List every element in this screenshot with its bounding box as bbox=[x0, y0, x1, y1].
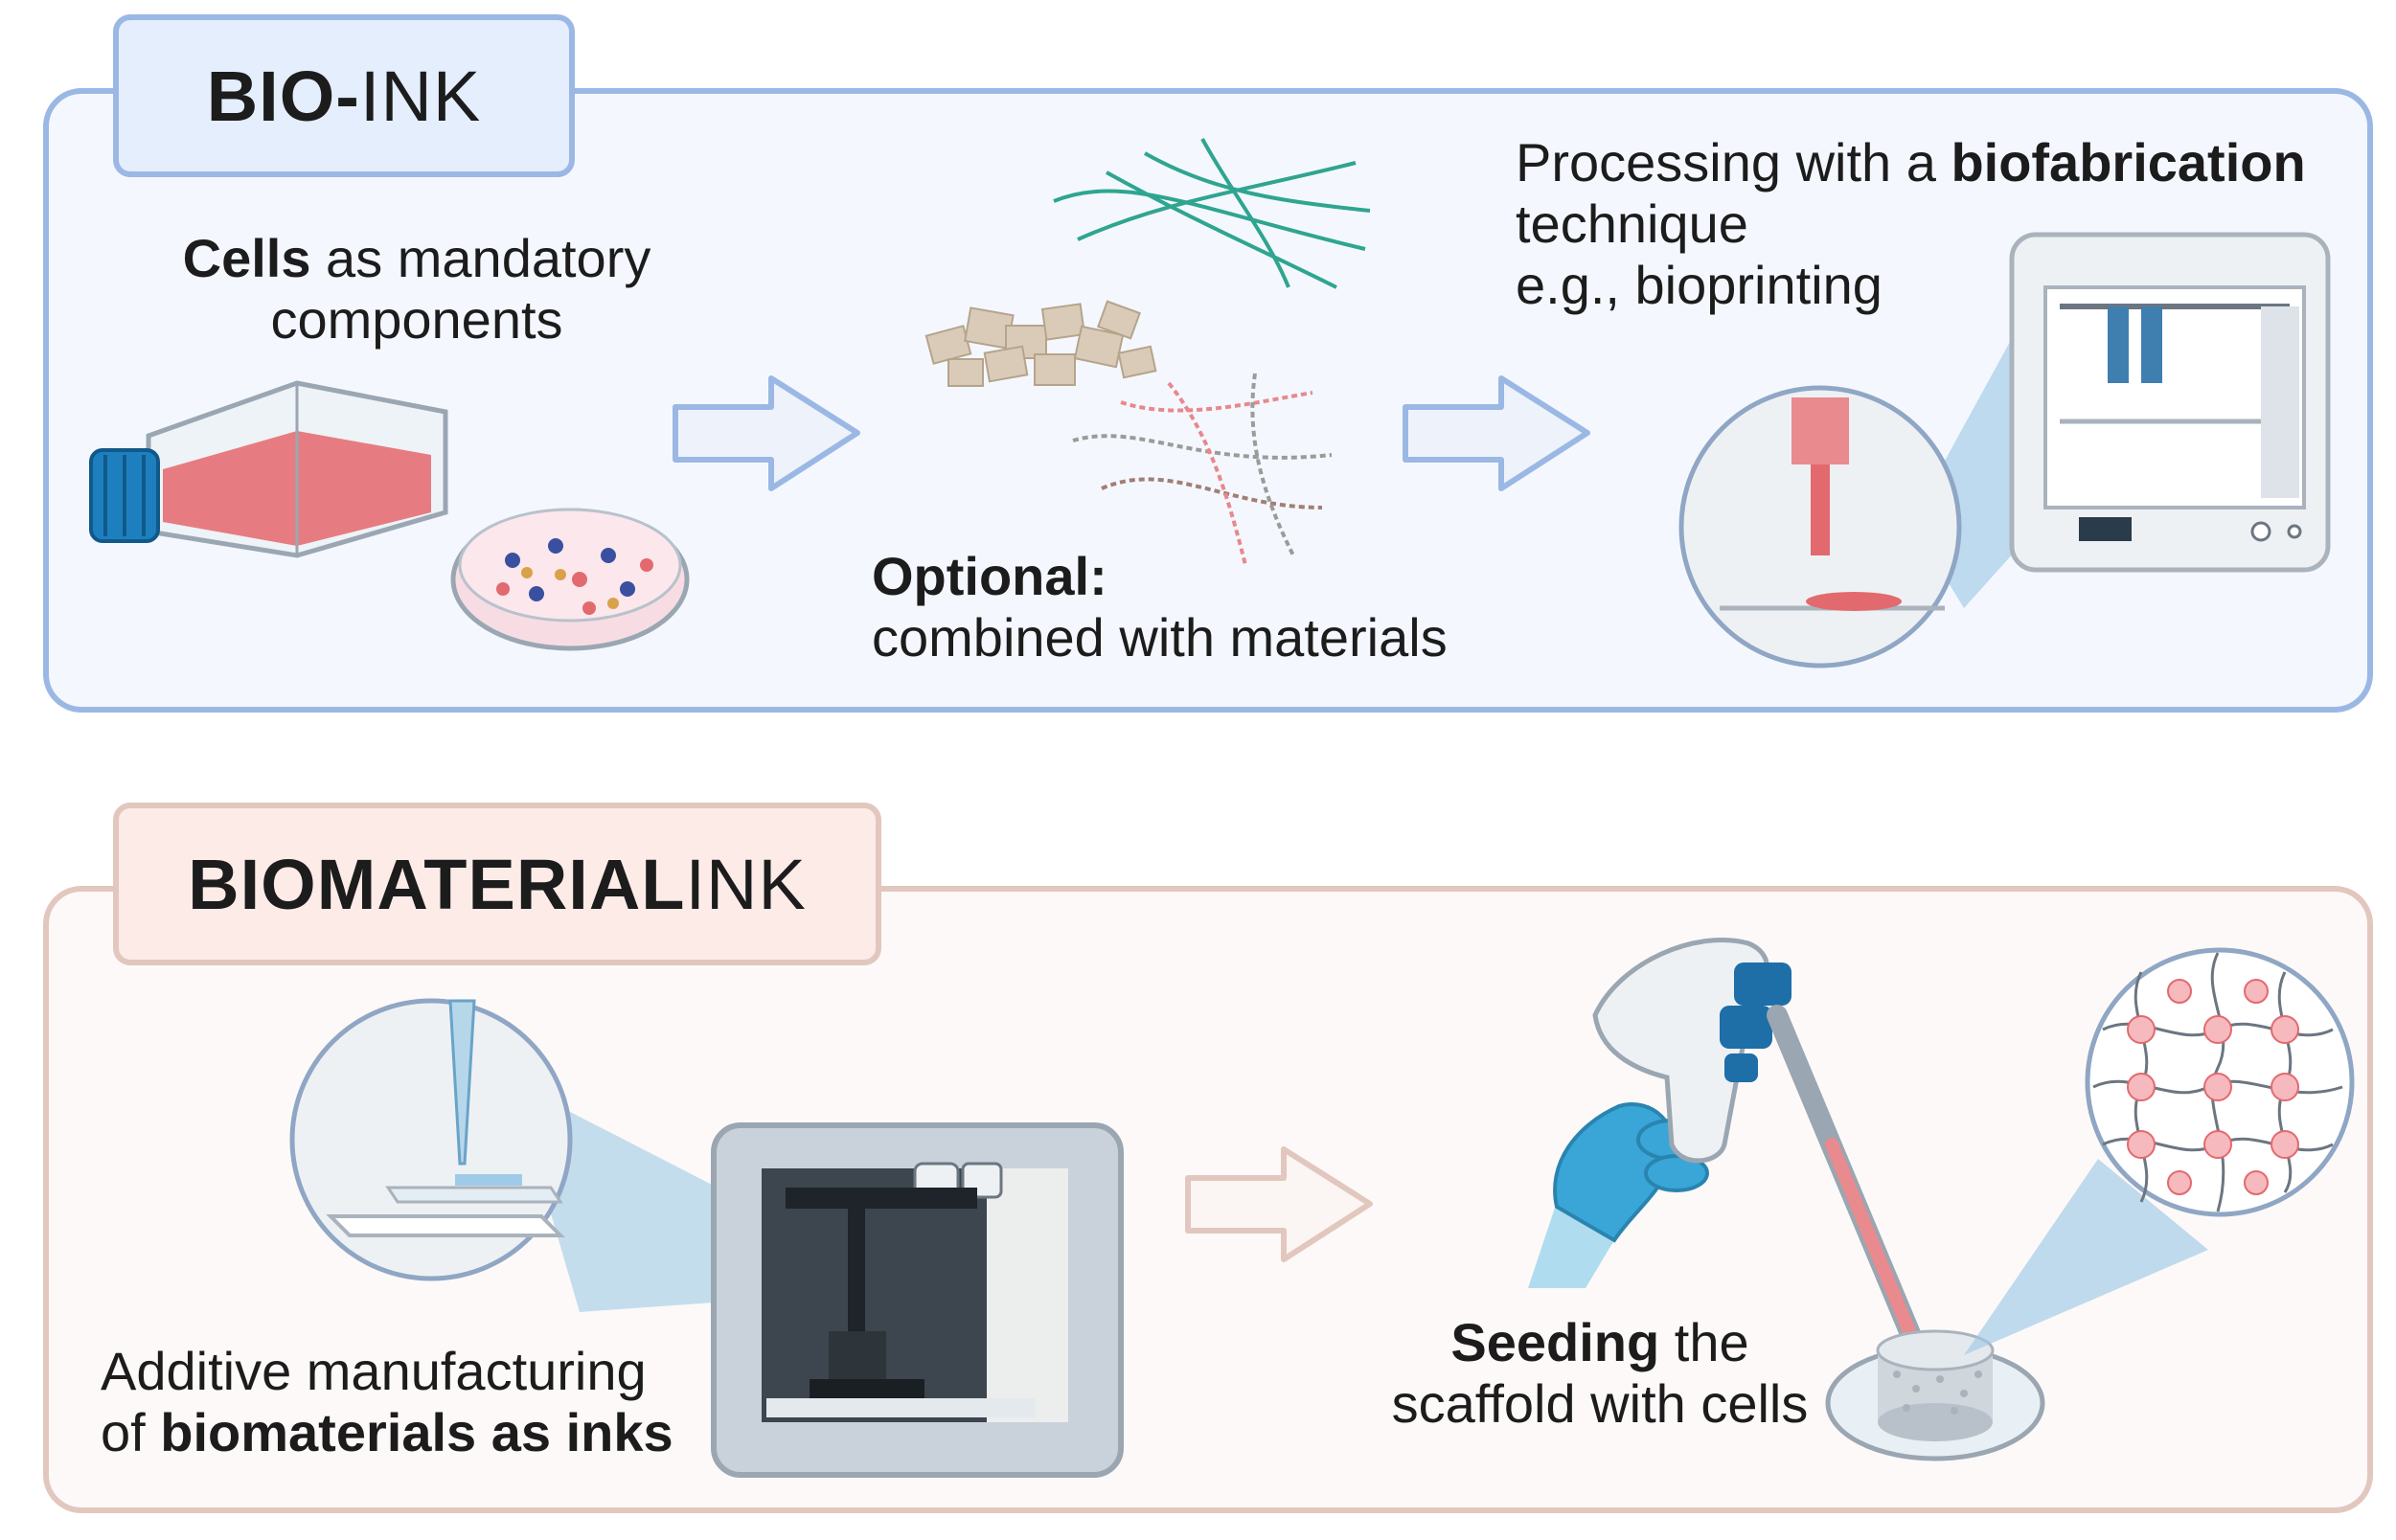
seeding-caption: Seeding the scaffold with cells bbox=[1341, 1312, 1859, 1435]
optional-caption: Optional: combined with materials bbox=[872, 546, 1448, 668]
cells-caption-bold: Cells bbox=[182, 228, 311, 288]
additive-caption: Additive manufacturing of biomaterials a… bbox=[101, 1341, 673, 1463]
additive-caption-bold: biomaterials as inks bbox=[160, 1402, 673, 1462]
cells-caption-line2: components bbox=[270, 289, 563, 350]
polymer-icon bbox=[1072, 373, 1333, 566]
3d-printer-icon bbox=[711, 1122, 1124, 1478]
biomaterial-tab-rest: INK bbox=[685, 844, 807, 924]
seeding-caption-bold: Seeding bbox=[1450, 1312, 1660, 1372]
processing-caption-line3: e.g., bioprinting bbox=[1516, 255, 1883, 315]
optional-caption-bold: Optional: bbox=[872, 546, 1107, 606]
fiber-icon bbox=[1053, 138, 1371, 289]
bioink-tab: BIO-INK bbox=[113, 14, 575, 177]
seeding-caption-rest: the bbox=[1659, 1312, 1749, 1372]
processing-caption-bold: biofabrication bbox=[1951, 132, 2306, 192]
cells-caption: Cells as mandatory components bbox=[182, 228, 651, 351]
processing-caption: Processing with a biofabrication techniq… bbox=[1516, 132, 2306, 316]
pipette-icon bbox=[1592, 938, 1922, 1347]
nozzle-zoom-icon bbox=[289, 998, 848, 1312]
seeding-caption-line2: scaffold with cells bbox=[1391, 1373, 1809, 1434]
processing-caption-pre: Processing with a bbox=[1516, 132, 1951, 192]
additive-caption-line1: Additive manufacturing bbox=[101, 1341, 647, 1401]
biomaterial-tab: BIOMATERIAL INK bbox=[113, 803, 881, 965]
bioink-tab-rest: INK bbox=[359, 56, 482, 136]
biomaterial-tab-bold: BIOMATERIAL bbox=[188, 844, 686, 924]
cells-caption-rest: as mandatory bbox=[310, 228, 651, 288]
additive-caption-pre: of bbox=[101, 1402, 161, 1462]
optional-caption-line2: combined with materials bbox=[872, 607, 1448, 668]
bioprinter-icon bbox=[1678, 232, 2331, 668]
petri-dish-icon bbox=[450, 508, 690, 651]
arrow-right-icon bbox=[673, 375, 860, 491]
culture-flask-icon bbox=[89, 380, 448, 558]
processing-caption-line2: technique bbox=[1516, 193, 1748, 254]
scaffold-dish-icon bbox=[1825, 1329, 2045, 1461]
bioink-tab-bold: BIO- bbox=[206, 56, 360, 136]
particles-icon bbox=[924, 300, 1157, 387]
arrow-right-icon bbox=[1185, 1146, 1373, 1262]
cell-network-zoom-icon bbox=[1964, 947, 2355, 1355]
arrow-right-icon bbox=[1403, 375, 1590, 491]
